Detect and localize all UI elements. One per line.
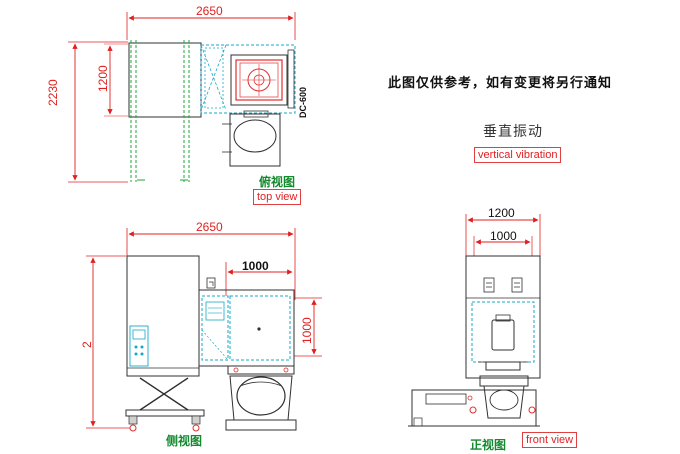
side-view-dim-width: 2650 bbox=[196, 220, 223, 234]
side-view-dim-height: 2 bbox=[80, 341, 94, 348]
front-view-caption-en: front view bbox=[522, 432, 578, 448]
side-view bbox=[86, 228, 322, 432]
top-view-dim-depth: 2230 bbox=[46, 79, 60, 106]
model-label: DC-600 bbox=[298, 86, 308, 118]
top-view-dim-inner: 1200 bbox=[96, 65, 110, 92]
side-view-caption-cn: 侧视图 bbox=[166, 434, 203, 448]
reference-note: 此图仅供参考，如有变更将另行通知 bbox=[388, 76, 613, 91]
top-view-caption-cn: 俯视图 bbox=[259, 175, 296, 189]
side-view-dim-chamber-h: 1000 bbox=[300, 317, 314, 344]
front-view bbox=[408, 214, 541, 427]
vibration-mode-cn: 垂直振动 bbox=[483, 124, 543, 140]
side-view-dim-chamber: 1000 bbox=[242, 259, 269, 273]
front-view-caption-cn: 正视图 bbox=[470, 438, 507, 452]
front-view-dim-inner: 1000 bbox=[490, 229, 517, 243]
top-view-dim-width: 2650 bbox=[196, 4, 223, 18]
front-view-dim-outer: 1200 bbox=[488, 206, 515, 220]
vibration-mode-en: vertical vibration bbox=[474, 147, 562, 163]
top-view-caption-en: top view bbox=[253, 189, 302, 205]
top-view bbox=[68, 12, 296, 183]
